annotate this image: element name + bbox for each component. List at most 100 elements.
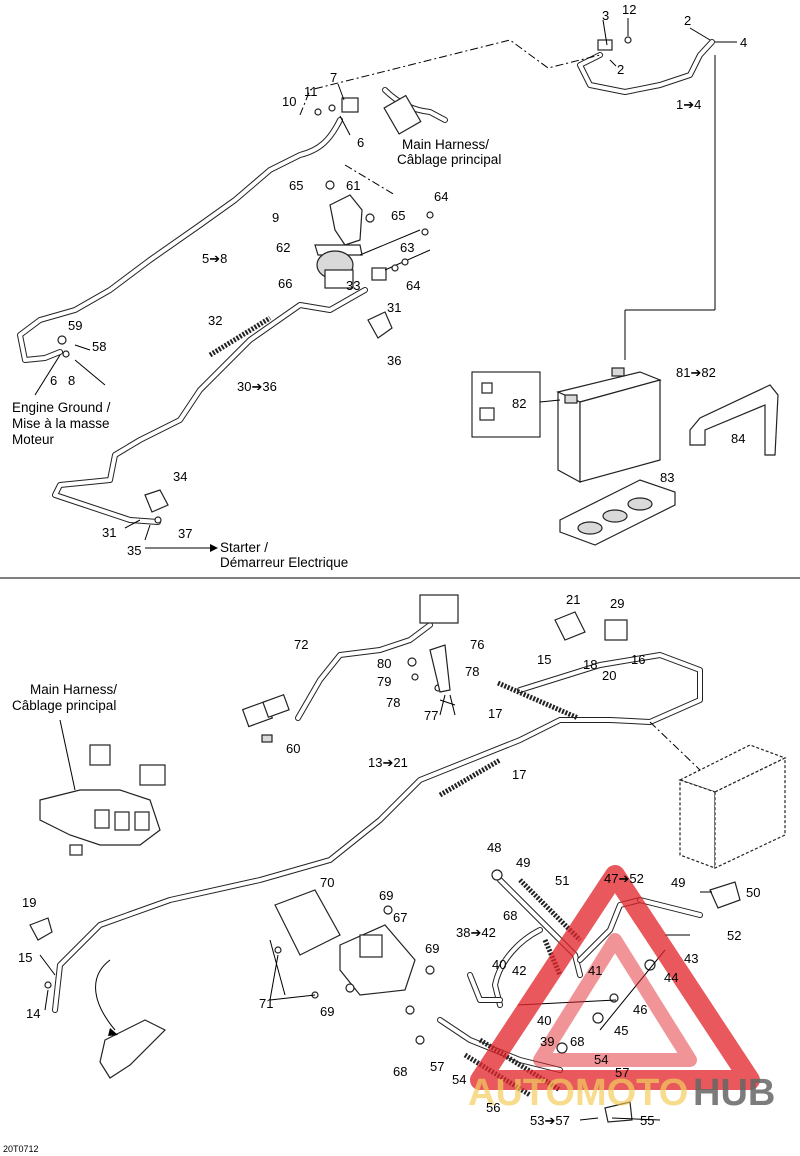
callout: 32 [208,313,222,328]
hardware-top [57,36,632,524]
label-engine-ground: Engine Ground / Mise à la masse Moteur [12,400,111,447]
callout: 68 [503,908,517,923]
cable-13-21 [52,652,703,1013]
callout: 76 [470,637,484,652]
callout: 15 [18,950,32,965]
callout: 79 [377,674,391,689]
callout: 12 [622,2,636,17]
callout: 46 [633,1002,647,1017]
callout: 49 [671,875,685,890]
callout: 68 [570,1034,584,1049]
callout: 77 [424,708,438,723]
svg-text:Starter /: Starter / [220,540,268,555]
callout: 80 [377,656,391,671]
callout: 63 [400,240,414,255]
callout: 10 [282,94,296,109]
callout: 69 [320,1004,334,1019]
callout: 14 [26,1006,40,1021]
callouts-top: 3 12 2 4 2 1➔4 7 11 10 6 65 61 9 65 64 6… [50,2,747,558]
callout: 4 [740,35,747,50]
callout: 11 [304,84,318,99]
battery-top [471,367,779,546]
callout: 65 [289,178,303,193]
callout: 40 [537,1013,551,1028]
callout: 5➔8 [202,251,227,266]
svg-text:Câblage principal: Câblage principal [397,152,501,167]
callout: 61 [346,178,360,193]
callout: 47➔52 [604,871,644,886]
callout: 33 [346,278,360,293]
callout: 41 [588,963,602,978]
watermark-logo: AUTOMOTO HUB [468,865,775,1114]
callout: 81➔82 [676,365,716,380]
svg-text:Main Harness/: Main Harness/ [30,682,117,697]
callout: 64 [434,189,448,204]
callout: 8 [68,373,75,388]
callout: 20 [602,668,616,683]
svg-text:Engine Ground /: Engine Ground / [12,400,111,415]
svg-text:AUTOMOTO: AUTOMOTO [468,1072,688,1114]
figure-code: 20T0712 [3,1144,39,1154]
callout: 49 [516,855,530,870]
callout: 66 [278,276,292,291]
svg-text:Moteur: Moteur [12,432,55,447]
callout: 64 [406,278,420,293]
callout: 39 [540,1034,554,1049]
callout: 6 [50,373,57,388]
callout: 13➔21 [368,755,408,770]
callout: 40 [492,957,506,972]
callout: 36 [387,353,401,368]
callout: 68 [393,1064,407,1079]
callout: 70 [320,875,334,890]
callout: 69 [379,888,393,903]
callout: 21 [566,592,580,607]
callout: 30➔36 [237,379,277,394]
label-starter: Starter / Démarreur Electrique [220,540,348,570]
callout: 35 [127,543,141,558]
callout: 67 [393,910,407,925]
callout: 54 [452,1072,466,1087]
leaders-bottom [39,694,712,1121]
callout: 72 [294,637,308,652]
callout: 38➔42 [456,925,496,940]
callout: 2 [684,13,691,28]
boots-top [144,311,393,513]
callout: 51 [555,873,569,888]
callout: 56 [486,1100,500,1115]
callout: 48 [487,840,501,855]
callout: 57 [615,1065,629,1080]
boots-bottom [29,611,741,1123]
starter-cable-30-36 [52,287,368,525]
svg-text:Main Harness/: Main Harness/ [402,137,489,152]
callout: 71 [259,996,273,1011]
harness-72 [241,594,459,743]
callout: 82 [512,396,526,411]
callout: 57 [430,1059,444,1074]
callout: 42 [512,963,526,978]
callout: 55 [640,1113,654,1128]
callout: 15 [537,652,551,667]
callout: 34 [173,469,187,484]
positive-cable-1-4 [577,39,715,95]
callout: 17 [512,767,526,782]
callout: 31 [387,300,401,315]
module-70 [269,889,416,996]
callout: 19 [22,895,36,910]
svg-text:HUB: HUB [693,1072,775,1114]
callout: 6 [357,135,364,150]
callout: 2 [617,62,624,77]
callout: 65 [391,208,405,223]
callouts-bottom: 21 29 72 76 80 78 79 15 18 16 20 78 77 1… [18,592,760,1128]
callout: 78 [465,664,479,679]
callout: 83 [660,470,674,485]
bottom-section [29,594,787,1123]
main-harness-bottom [39,719,166,856]
module-bottom-left [95,959,167,1079]
solenoid-assembly [314,194,431,289]
callout: 31 [102,525,116,540]
svg-text:Câblage principal: Câblage principal [12,698,116,713]
callout: 54 [594,1052,608,1067]
callout: 62 [276,240,290,255]
svg-text:Démarreur Electrique: Démarreur Electrique [220,555,348,570]
